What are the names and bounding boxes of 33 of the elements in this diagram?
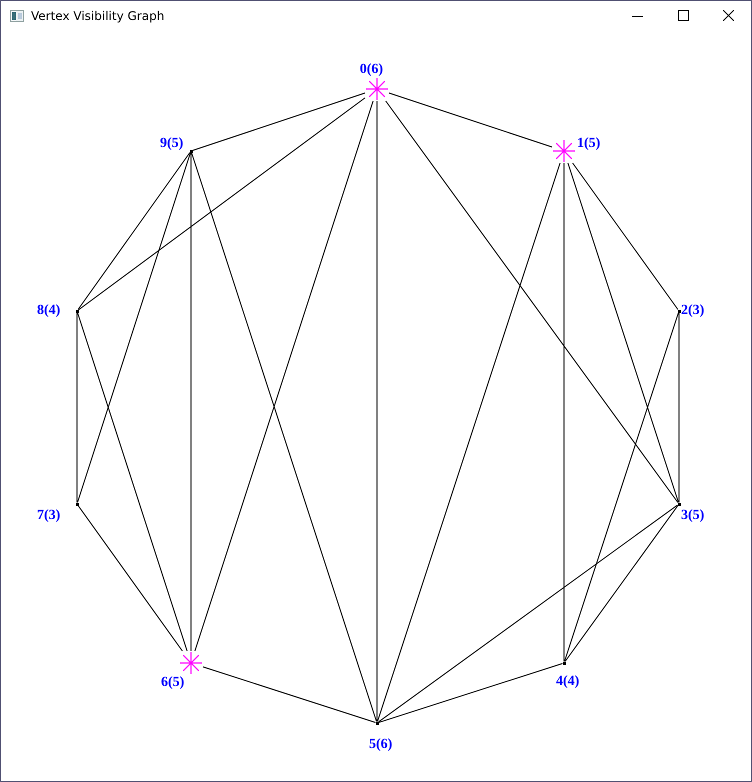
edge-line [388, 92, 552, 148]
edge-line [76, 152, 192, 503]
edge-line [678, 312, 680, 503]
edge-line [76, 312, 78, 503]
edge-line [567, 162, 679, 503]
window-title: Vertex Visibility Graph [31, 9, 164, 23]
edge-line [378, 504, 678, 722]
vertex-label: 0(6) [360, 63, 384, 77]
vertex-label: 6(5) [161, 676, 184, 690]
vertex-label: 8(4) [37, 304, 60, 318]
vertex-label: 1(5) [577, 137, 600, 151]
edge-line [378, 662, 563, 724]
edge-line [202, 666, 376, 724]
edge-line [376, 100, 378, 722]
vertex-label: 3(5) [681, 509, 704, 523]
edge-line [191, 152, 377, 722]
vertex-label: 7(3) [37, 509, 60, 523]
vertex-label: 4(4) [556, 675, 580, 689]
vertex-label: 5(6) [369, 738, 392, 752]
edge-line [190, 152, 192, 652]
edge-line [192, 92, 366, 151]
edge-line [377, 162, 561, 722]
edge-line [564, 505, 678, 662]
edge-line [572, 162, 678, 310]
edge-line [78, 97, 366, 310]
vertex-label: 2(3) [681, 304, 704, 318]
edge-line [78, 152, 190, 310]
edge-line [564, 312, 679, 662]
edge-line [385, 100, 678, 503]
edge-line [194, 100, 374, 652]
edge-line [76, 312, 188, 652]
edge-line [78, 505, 183, 652]
vertex-label: 9(5) [160, 137, 184, 151]
